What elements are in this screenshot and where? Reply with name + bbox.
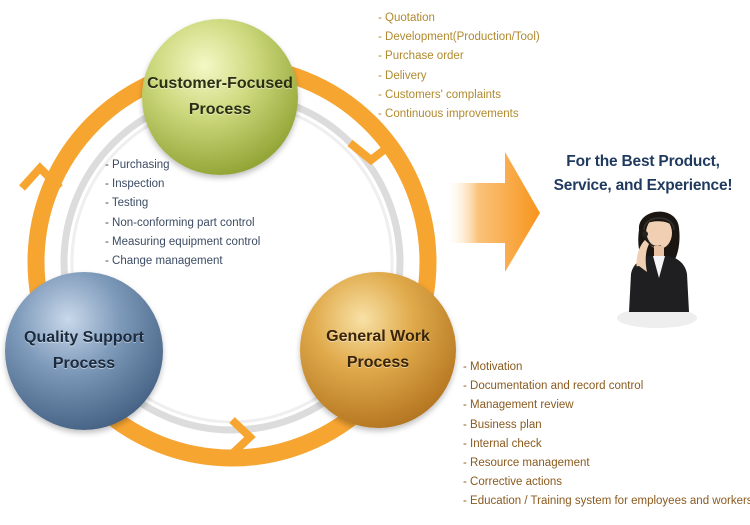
list-item: - Continuous improvements <box>378 108 519 121</box>
list-item: - Internal check <box>463 437 542 450</box>
list-item: - Customers' complaints <box>378 88 501 101</box>
agent-sleeve <box>631 266 647 292</box>
headset-band <box>643 217 675 231</box>
list-item: - Corrective actions <box>463 476 563 489</box>
list-item: - Documentation and record control <box>463 380 644 393</box>
list-item: - Delivery <box>378 69 427 82</box>
list-item: - Testing <box>105 197 149 210</box>
quality-support-process-node: Quality Support Process <box>5 272 163 430</box>
agent-neck <box>654 246 664 256</box>
support-agent-image <box>629 211 689 312</box>
list-item: - Motivation <box>463 361 523 373</box>
tagline-line2: Service, and Experience! <box>553 177 733 194</box>
cycle-arrow-left <box>19 162 63 191</box>
list-item: - Education / Training system for employ… <box>463 495 750 508</box>
general-work-process-node: General Work Process <box>300 272 456 428</box>
cycle-arrow-bottom <box>229 417 256 457</box>
customer-node-line2: Process <box>188 101 252 118</box>
list-item: - Measuring equipment control <box>105 235 261 248</box>
headset-earpiece <box>642 231 648 237</box>
cycle-arrow-right <box>347 139 396 166</box>
list-item: - Management review <box>463 399 574 412</box>
general-node-line1: General Work <box>326 328 430 345</box>
tagline-line1: For the Best Product, <box>566 153 720 170</box>
customer-focused-process-node: Customer-Focused Process <box>142 19 298 175</box>
quality-node-line2: Process <box>52 355 116 372</box>
agent-face <box>646 217 672 249</box>
agent-hand <box>636 240 649 272</box>
list-item: - Business plan <box>463 418 542 431</box>
list-item: - Inspection <box>105 178 165 191</box>
list-item: - Purchasing <box>105 159 170 171</box>
general-node-line2: Process <box>346 354 410 371</box>
rep-reflection <box>617 308 697 328</box>
general-items-list: - Motivation - Documentation and record … <box>463 358 750 512</box>
big-right-arrow <box>445 152 540 272</box>
tagline: For the Best Product, Service, and Exper… <box>543 150 743 198</box>
agent-shirt <box>653 256 665 278</box>
list-item: - Quotation <box>378 12 435 24</box>
list-item: - Purchase order <box>378 50 464 63</box>
quality-node-line1: Quality Support <box>24 329 144 346</box>
list-item: - Development(Production/Tool) <box>378 31 540 44</box>
list-item: - Non-conforming part control <box>105 216 255 229</box>
list-item: - Resource management <box>463 457 590 470</box>
customer-node-line1: Customer-Focused <box>147 75 293 92</box>
list-item: - Change management <box>105 255 223 268</box>
quality-items-list: - Purchasing - Inspection - Testing - No… <box>105 156 260 271</box>
customer-items-list: - Quotation - Development(Production/Too… <box>378 9 540 124</box>
